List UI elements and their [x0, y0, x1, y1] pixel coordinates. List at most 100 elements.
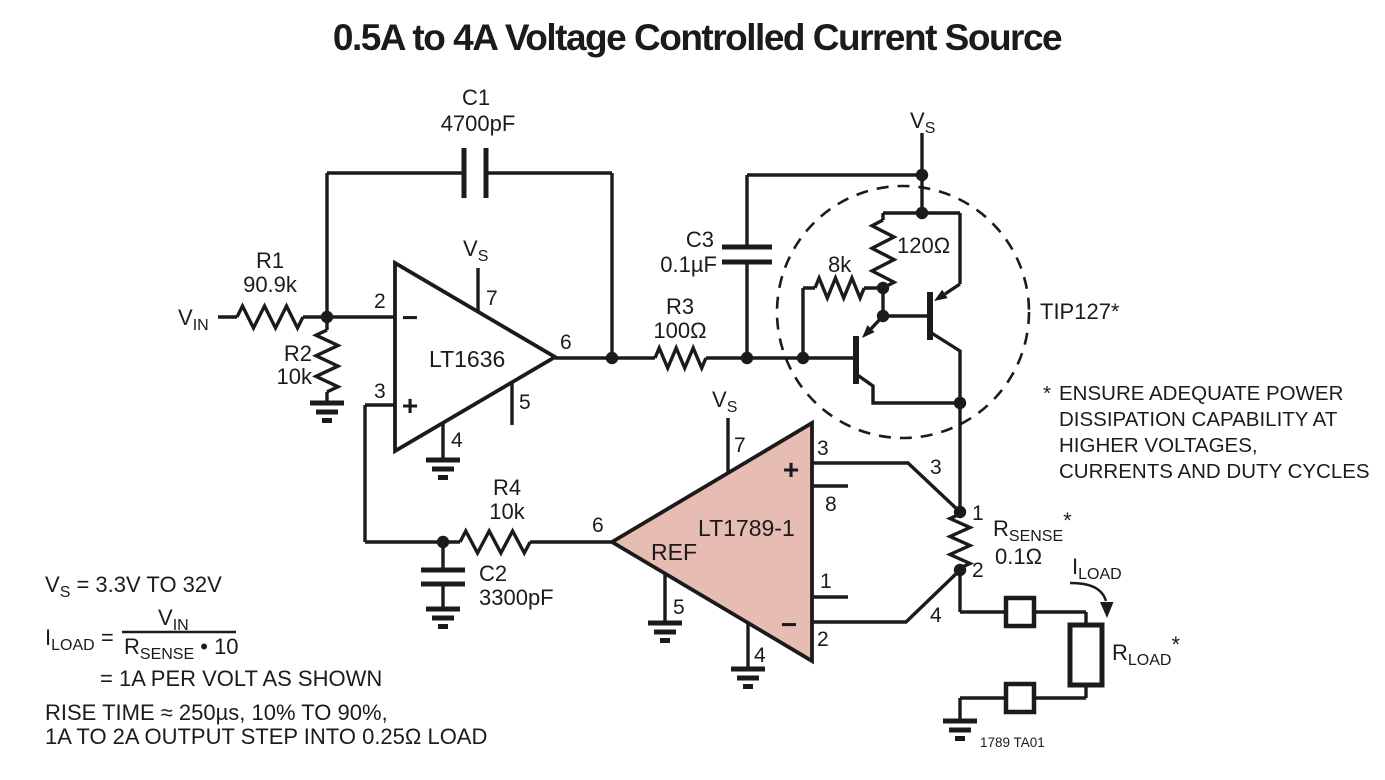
- junction-dot: [953, 505, 967, 519]
- ground-symbol-r2: [310, 400, 344, 423]
- opamp1-pin4-label: 4: [451, 429, 463, 452]
- opamp2-pin3-label: 3: [817, 437, 829, 460]
- c3-value-label: 0.1µF: [660, 252, 717, 277]
- opamp1-noninverting-sign: +: [402, 390, 418, 421]
- opamp1-pin2-label: 2: [374, 290, 386, 313]
- circuit-wires: [218, 133, 1088, 719]
- resistor-r1: [235, 302, 305, 332]
- opamp1-vs-label: VS: [463, 236, 488, 265]
- spec-vs-range: VS = 3.3V TO 32V: [45, 572, 222, 601]
- c2-value-label: 3300pF: [479, 585, 554, 610]
- transistor-q1-emitter-arrow: [862, 325, 875, 338]
- opamp-lt1789-ref: REF: [651, 539, 697, 565]
- opamp2-pin8-label: 8: [825, 493, 837, 516]
- opamp2-inverting-sign: −: [781, 609, 797, 640]
- c1-ref-label: C1: [462, 85, 490, 110]
- ground-symbol-load: [943, 718, 977, 741]
- tip127-label: TIP127*: [1040, 299, 1120, 324]
- footnote-block: * ENSURE ADEQUATE POWER DISSIPATION CAPA…: [1043, 382, 1370, 483]
- capacitor-c3: [722, 244, 772, 265]
- spec-rise-time-2: 1A TO 2A OUTPUT STEP INTO 0.25Ω LOAD: [45, 724, 487, 749]
- resistor-rsense: [945, 512, 975, 570]
- opamp-lt1789-part: LT1789-1: [698, 515, 795, 541]
- opamp-lt1636-part: LT1636: [429, 346, 505, 372]
- opamp2-vs-label: VS: [712, 387, 737, 416]
- capacitor-c2: [421, 567, 465, 587]
- iload-label: ILOAD: [1072, 554, 1122, 583]
- rsense-label: RSENSE*: [993, 508, 1072, 545]
- spec-gain: = 1A PER VOLT AS SHOWN: [100, 666, 382, 691]
- r3-ref-label: R3: [666, 294, 694, 319]
- c1-value-label: 4700pF: [441, 111, 516, 136]
- opamp2-pin5-label: 5: [673, 596, 685, 619]
- opamp-lt1789-body: [608, 419, 814, 665]
- junction-dot: [876, 281, 890, 295]
- ground-symbol-lt1789-pin4: [731, 666, 765, 689]
- opamp1-pin6-label: 6: [560, 331, 572, 354]
- r1-value-label: 90.9k: [243, 272, 298, 297]
- c2-ref-label: C2: [479, 561, 507, 586]
- resistor-8k: [813, 273, 866, 303]
- r2-ref-label: R2: [284, 341, 312, 366]
- junction-dot: [605, 351, 619, 365]
- opamp1-pin7-label: 7: [486, 287, 498, 310]
- junction-dot: [436, 535, 450, 549]
- opamp1-pin5-label: 5: [519, 391, 531, 414]
- resistor-r2: [311, 328, 343, 394]
- c3-ref-label: C3: [686, 227, 714, 252]
- opamp2-pin2-label: 2: [817, 628, 829, 651]
- junction-dots: [320, 168, 967, 577]
- ground-symbol-c2: [426, 606, 460, 629]
- resistor-120ohm: [868, 218, 898, 290]
- junction-dot: [915, 168, 929, 182]
- r4-ref-label: R4: [493, 475, 521, 500]
- spec-rise-time-1: RISE TIME ≈ 250µs, 10% TO 90%,: [45, 700, 388, 725]
- opamp2-pin4-label: 4: [754, 644, 766, 667]
- footnote-line4: CURRENTS AND DUTY CYCLES: [1059, 460, 1370, 483]
- rsense-node2-label: 2: [972, 559, 984, 582]
- opamp2-noninverting-sign: +: [783, 454, 799, 485]
- load-resistor-body: [1067, 622, 1105, 688]
- resistor-r3: [653, 343, 708, 373]
- footnote-line1: ENSURE ADEQUATE POWER: [1059, 382, 1343, 405]
- rsense-node1-label: 1: [972, 502, 984, 525]
- wire4-label: 4: [930, 604, 942, 627]
- spec-fraction-numerator: VIN: [158, 605, 189, 634]
- opamp2-pin7-label: 7: [734, 434, 746, 457]
- connector-terminal-top: [1003, 595, 1037, 629]
- r1-ref-label: R1: [256, 248, 284, 273]
- footnote-line3: HIGHER VOLTAGES,: [1059, 434, 1258, 457]
- capacitor-c1: [461, 148, 489, 198]
- junction-dot: [953, 396, 967, 410]
- resistor-120ohm-label: 120Ω: [897, 233, 950, 258]
- junction-dot: [876, 309, 890, 323]
- opamp1-inverting-sign: −: [402, 302, 418, 333]
- opamp2-pin1-label: 1: [820, 570, 832, 593]
- spec-iload-lhs: ILOAD =: [45, 625, 114, 654]
- r2-value-label: 10k: [277, 364, 313, 389]
- rsense-value-label: 0.1Ω: [995, 544, 1042, 569]
- iload-arrow-curve: [1069, 581, 1108, 602]
- vin-label: VIN: [178, 305, 209, 334]
- opamp2-pin6-label: 6: [592, 514, 604, 537]
- resistor-8k-label: 8k: [828, 252, 852, 277]
- opamp-lt1636-body: [393, 259, 559, 455]
- iload-arrow-head: [1100, 602, 1114, 618]
- wire3-label: 3: [930, 456, 942, 479]
- figure-tag: 1789 TA01: [980, 735, 1045, 750]
- junction-dot: [740, 351, 754, 365]
- vs-supply-label: VS: [910, 108, 935, 137]
- opamp1-pin3-label: 3: [374, 380, 386, 403]
- ground-symbol-lt1789-pin5: [648, 620, 682, 643]
- connector-terminal-bottom: [1003, 681, 1037, 715]
- transistor-q2-emitter-arrow: [934, 289, 948, 301]
- spec-block: VS = 3.3V TO 32V ILOAD = VIN RSENSE • 10…: [45, 572, 487, 749]
- footnote-line2: DISSIPATION CAPABILITY AT: [1059, 408, 1338, 431]
- footnote-star: *: [1043, 382, 1051, 405]
- junction-dot: [953, 563, 967, 577]
- junction-dot: [796, 351, 810, 365]
- spec-fraction-denominator: RSENSE • 10: [124, 634, 239, 663]
- rload-label: RLOAD*: [1112, 632, 1180, 669]
